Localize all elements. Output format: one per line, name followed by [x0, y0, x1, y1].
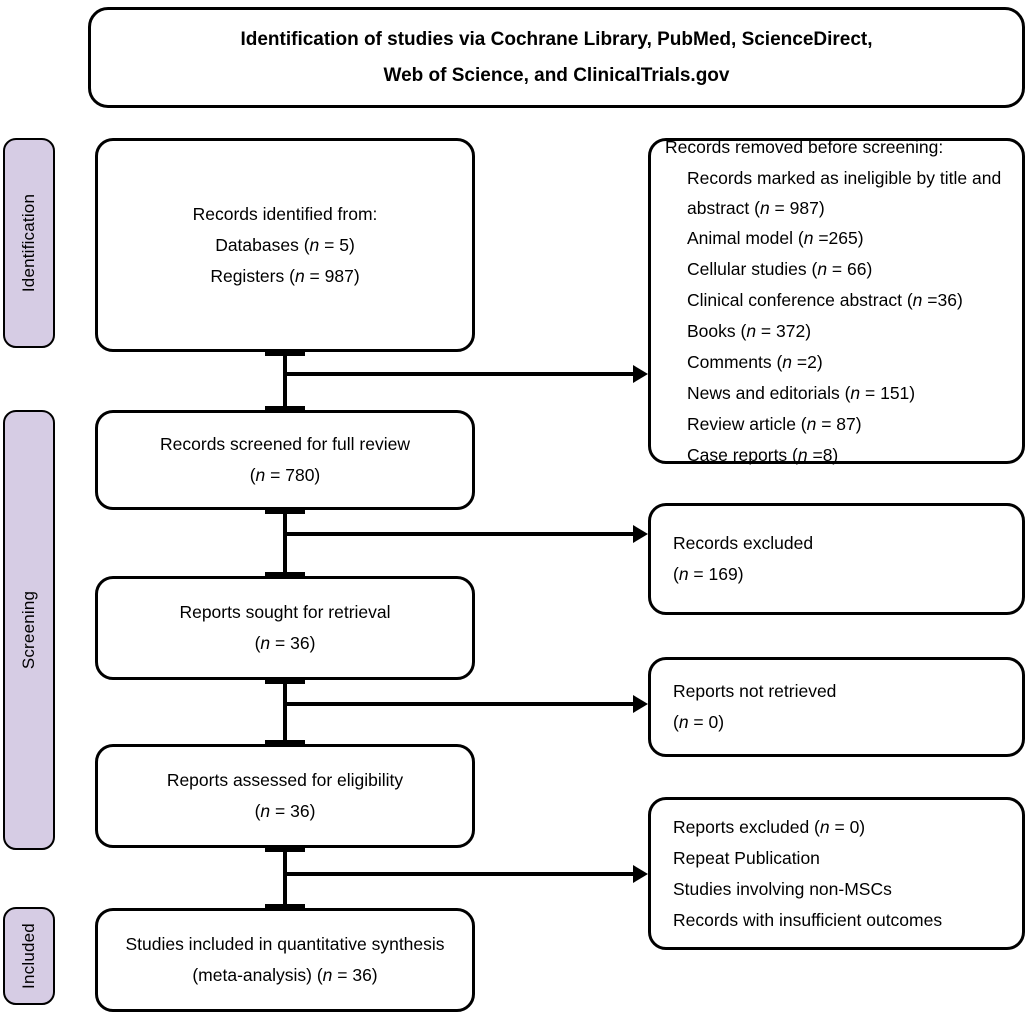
arrow-head-to-reports-excluded	[633, 865, 648, 883]
arrow-line-to-removed	[283, 372, 635, 376]
phase-bar-included: Included	[3, 907, 55, 1005]
title-line-1: Identification of studies via Cochrane L…	[240, 28, 873, 50]
arrow-head-to-not-retrieved	[633, 695, 648, 713]
title-line-2: Web of Science, and ClinicalTrials.gov	[383, 64, 730, 86]
studies-included-line-1: Studies included in quantitative synthes…	[125, 934, 445, 954]
phase-bar-identification: Identification	[3, 138, 55, 348]
arrow-line-to-records-excluded	[283, 532, 635, 536]
connector-identified-to-screened	[283, 352, 287, 410]
reports-sought-line-1: Reports sought for retrieval	[179, 602, 391, 622]
records-excluded-line-1: Records excluded	[673, 533, 814, 553]
phase-label-identification: Identification	[19, 193, 39, 293]
box-records-removed-before-screening: Records removed before screening: Record…	[648, 137, 1025, 465]
connector-tee-bottom-3	[265, 740, 305, 744]
reports-assessed-line-1: Reports assessed for eligibility	[166, 770, 404, 790]
removed-item-4: Books (n = 372)	[687, 320, 812, 341]
reports-sought-line-2: (n = 36)	[254, 633, 316, 653]
removed-item-2: Cellular studies (n = 66)	[687, 258, 873, 279]
box-records-excluded: Records excluded (n = 169)	[648, 503, 1025, 615]
connector-tee-top-1	[265, 352, 305, 356]
records-identified-line-3: Registers (n = 987)	[210, 265, 360, 286]
connector-tee-bottom-4	[265, 904, 305, 908]
box-reports-not-retrieved: Reports not retrieved (n = 0)	[648, 657, 1025, 757]
connector-sought-to-assessed	[283, 680, 287, 744]
connector-tee-bottom-1	[265, 406, 305, 410]
reports-excluded-line-2: Repeat Publication	[673, 847, 820, 868]
reports-excluded-line-3: Studies involving non-MSCs	[673, 878, 892, 899]
removed-item-3: Clinical conference abstract (n =36)	[687, 289, 963, 310]
phase-label-screening: Screening	[19, 590, 39, 670]
records-identified-line-2: Databases (n = 5)	[215, 234, 355, 255]
studies-included-line-2: (meta-analysis) (n = 36)	[192, 965, 378, 985]
box-reports-sought: Reports sought for retrieval (n = 36)	[95, 576, 475, 680]
connector-tee-top-3	[265, 680, 305, 684]
reports-not-retrieved-line-2: (n = 0)	[673, 712, 725, 732]
arrow-head-to-removed	[633, 365, 648, 383]
connector-assessed-to-included	[283, 848, 287, 908]
removed-heading: Records removed before screening:	[665, 136, 944, 157]
connector-tee-top-2	[265, 510, 305, 514]
records-identified-line-1: Records identified from:	[192, 203, 378, 224]
removed-item-7: Review article (n = 87)	[687, 413, 862, 434]
records-screened-line-1: Records screened for full review	[160, 434, 410, 454]
connector-tee-bottom-2	[265, 572, 305, 576]
reports-excluded-line-1: Reports excluded (n = 0)	[673, 816, 866, 837]
box-studies-included: Studies included in quantitative synthes…	[95, 908, 475, 1012]
removed-item-6: News and editorials (n = 151)	[687, 382, 916, 403]
connector-screened-to-sought	[283, 510, 287, 576]
removed-item-1: Animal model (n =265)	[687, 227, 864, 248]
arrow-head-to-records-excluded	[633, 525, 648, 543]
box-reports-excluded: Reports excluded (n = 0) Repeat Publicat…	[648, 797, 1025, 950]
arrow-line-to-reports-excluded	[283, 872, 635, 876]
reports-not-retrieved-line-1: Reports not retrieved	[673, 681, 837, 701]
phase-label-included: Included	[19, 923, 38, 989]
records-excluded-line-2: (n = 169)	[673, 564, 744, 584]
removed-item-0: Records marked as ineligible by title an…	[687, 167, 1002, 218]
removed-item-5: Comments (n =2)	[687, 351, 823, 372]
removed-item-8: Case reports (n =8)	[687, 444, 839, 465]
reports-excluded-line-4: Records with insufficient outcomes	[673, 909, 943, 930]
connector-tee-top-4	[265, 848, 305, 852]
box-records-screened: Records screened for full review (n = 78…	[95, 410, 475, 510]
box-records-identified: Records identified from: Databases (n = …	[95, 138, 475, 352]
diagram-title-box: Identification of studies via Cochrane L…	[88, 7, 1025, 108]
box-reports-assessed: Reports assessed for eligibility (n = 36…	[95, 744, 475, 848]
phase-bar-screening: Screening	[3, 410, 55, 850]
records-screened-line-2: (n = 780)	[249, 465, 321, 485]
arrow-line-to-not-retrieved	[283, 702, 635, 706]
reports-assessed-line-2: (n = 36)	[254, 801, 316, 821]
